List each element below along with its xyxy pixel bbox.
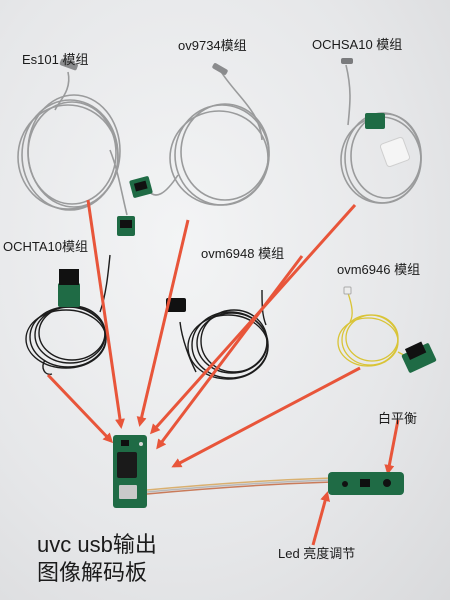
label-white-balance: 白平衡 (378, 411, 418, 426)
ovm6948-cable-coil (179, 289, 269, 380)
arrow-led-brightness (311, 491, 330, 546)
label-ovm6948: ovm6948 模组 (201, 246, 285, 261)
ochta10-connector-socket (59, 269, 79, 285)
label-led-brightness: Led 亮度调节 (278, 546, 356, 561)
es101-sensor-head (59, 58, 78, 71)
usb-port (119, 485, 137, 499)
ov9734-cable-coil (147, 69, 270, 206)
ov9734-sensor-head (212, 63, 228, 75)
label-board-line1: uvc usb输出 (37, 532, 157, 557)
red-arrows (46, 199, 400, 546)
ochsa10-sensor-head (341, 58, 353, 64)
ochsa10-connector (365, 113, 385, 129)
ovm6946-sensor-head (343, 286, 352, 295)
label-ov9734: ov9734模组 (178, 38, 247, 53)
es101-cable-coil (17, 71, 128, 216)
label-ovm6946: ovm6946 模组 (337, 262, 421, 277)
decode-board (113, 435, 147, 508)
label-ochta10: OCHTA10模组 (3, 239, 88, 254)
led-board (328, 472, 404, 495)
arrow-es101 (86, 199, 125, 429)
label-ochsa10: OCHSA10 模组 (312, 37, 403, 52)
label-board-line2: 图像解码板 (37, 560, 148, 585)
arrow-white-balance (384, 419, 400, 475)
ochsa10-white-tape (379, 136, 411, 168)
ovm6946-connector (401, 343, 437, 373)
ochsa10-cable-coil (340, 64, 422, 204)
ovm6946-connector-socket (404, 341, 427, 360)
ovm6946-cable-coil (337, 292, 413, 367)
arrow-ovm6946 (171, 366, 361, 468)
ov9734-connector-socket (133, 180, 148, 192)
arrow-ov9734 (136, 219, 190, 427)
arrow-ochta10 (46, 373, 114, 444)
ochta10-connector-board (58, 283, 80, 307)
es101-connector-socket (120, 220, 132, 228)
arrow-ovm6948 (156, 255, 304, 450)
ovm6948-connector (166, 298, 186, 312)
label-es101: Es101 模组 (22, 52, 89, 67)
ribbon-cable (146, 477, 333, 495)
